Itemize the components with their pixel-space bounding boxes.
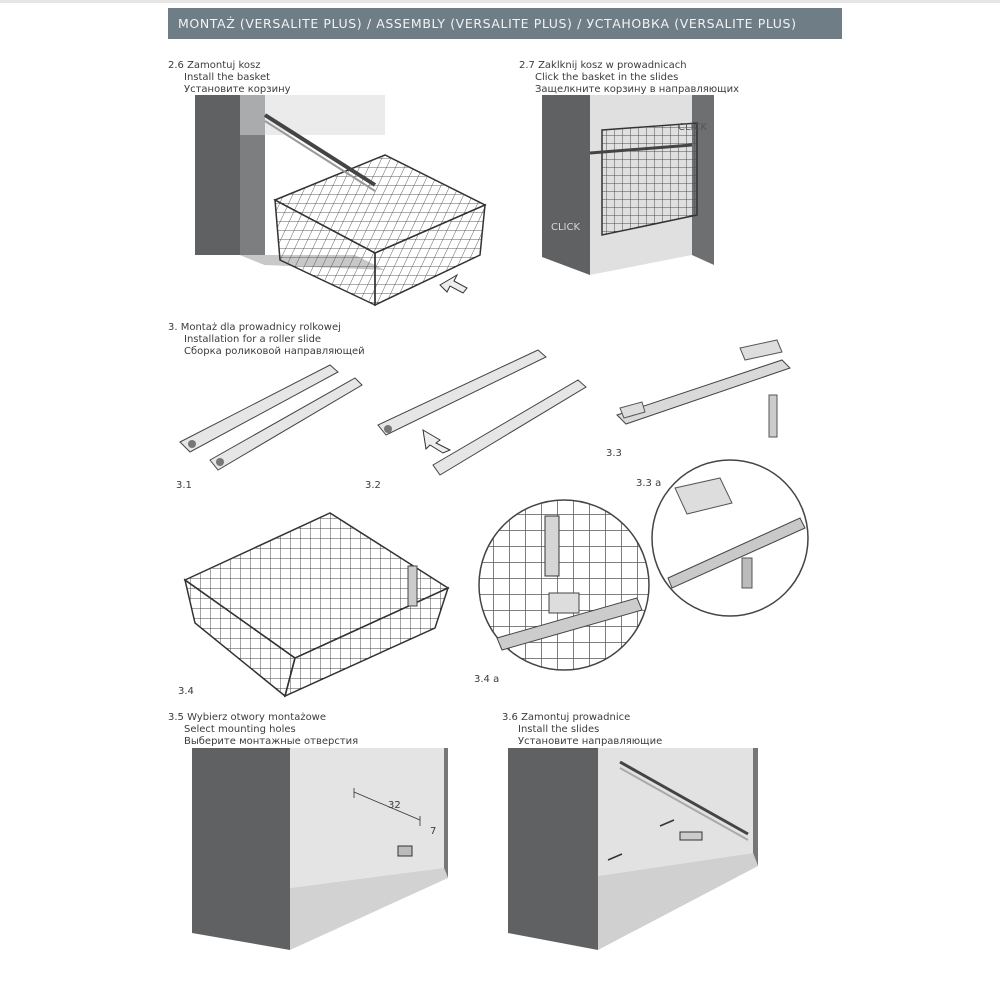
cabinet-floor <box>598 853 758 950</box>
cabinet-side <box>508 748 598 950</box>
figure-separate-slide <box>377 349 587 476</box>
cabinet-left-panel <box>542 95 590 275</box>
screwdriver <box>407 565 418 607</box>
figure-basket-assembly <box>183 512 450 698</box>
slide-rail <box>263 113 377 192</box>
figure-install-basket <box>195 95 487 307</box>
figure-label-3-3: 3.3 <box>606 448 622 459</box>
figure-label-3-4: 3.4 <box>178 686 194 697</box>
outer-rail <box>377 349 547 436</box>
caption-3: 3. Montaż dla prowadnicy rolkowej Instal… <box>168 322 365 358</box>
caption-3-5-en: Select mounting holes <box>184 724 296 735</box>
cabinet-interior <box>290 748 444 888</box>
caption-2-7-ru: Защелкните корзину в направляющих <box>535 84 739 95</box>
figure-slide-detail <box>651 459 809 617</box>
click-label-right: CLICK <box>678 122 708 133</box>
page-header: MONTAŻ (VERSALITE PLUS) / ASSEMBLY (VERS… <box>168 8 842 39</box>
figure-roller-slides <box>179 364 363 471</box>
cabinet-side <box>192 748 290 950</box>
mounting-hole-marker <box>397 845 413 857</box>
figure-select-holes <box>192 748 448 950</box>
figure-click-basket <box>542 95 714 275</box>
caption-3-5-pl: 3.5 Wybierz otwory montażowe <box>168 712 327 723</box>
caption-2-7-pl: 2.7 Zaklknij kosz w prowadnicach <box>519 60 687 71</box>
separate-arrow <box>422 429 452 454</box>
detail-circle <box>478 499 650 671</box>
caption-3-en: Installation for a roller slide <box>184 334 322 345</box>
figure-label-3-2: 3.2 <box>365 480 381 491</box>
mounting-bracket <box>674 477 733 515</box>
caption-2-7: 2.7 Zaklknij kosz w prowadnicach Click t… <box>519 60 739 96</box>
inner-rail <box>432 379 587 476</box>
figure-label-3-3a: 3.3 a <box>636 478 662 489</box>
basket-in-cabinet <box>601 122 698 236</box>
caption-3-6: 3.6 Zamontuj prowadnice Install the slid… <box>502 712 662 748</box>
caption-3-pl: 3. Montaż dla prowadnicy rolkowej <box>168 322 341 333</box>
header-title: MONTAŻ (VERSALITE PLUS) / ASSEMBLY (VERS… <box>178 16 797 31</box>
caption-2-6-en: Install the basket <box>184 72 271 83</box>
caption-3-ru: Сборка роликовой направляющей <box>184 346 365 357</box>
caption-2-6-pl: 2.6 Zamontuj kosz <box>168 60 261 71</box>
basket-wire-frame <box>273 154 487 307</box>
caption-3-6-en: Install the slides <box>518 724 600 735</box>
cabinet-side-left <box>195 95 240 255</box>
screwdriver-detail <box>544 515 560 577</box>
rail-detail <box>667 517 806 589</box>
caption-2-6-ru: Установите корзину <box>184 84 291 95</box>
figure-install-slides <box>508 748 758 950</box>
caption-2-6: 2.6 Zamontuj kosz Install the basket Уст… <box>168 60 291 96</box>
slide-rail <box>616 359 791 425</box>
click-label-left: CLICK <box>551 222 581 233</box>
figure-basket-detail <box>478 499 650 671</box>
cabinet-floor <box>290 868 448 950</box>
detail-circle <box>651 459 809 617</box>
dimension-lines <box>353 788 421 826</box>
dimension-label-32: 32 <box>388 800 401 811</box>
cabinet-interior <box>598 748 753 876</box>
push-arrow <box>439 273 468 294</box>
installed-slide <box>619 760 749 841</box>
caption-2-7-en: Click the basket in the slides <box>535 72 679 83</box>
top-rule <box>0 0 1000 3</box>
slide-pair <box>179 364 363 471</box>
cabinet-side-edge <box>240 95 265 265</box>
figure-label-3-4a: 3.4 a <box>474 674 500 685</box>
figure-label-3-1: 3.1 <box>176 480 192 491</box>
caption-3-6-ru: Установите направляющие <box>518 736 663 747</box>
caption-3-5-ru: Выберите монтажные отверстия <box>184 736 359 747</box>
fixing-dowel <box>768 394 778 438</box>
dimension-label-7: 7 <box>430 826 437 837</box>
basket-side <box>283 586 450 698</box>
guide-arrows <box>607 819 675 861</box>
caption-3-5: 3.5 Wybierz otwory montażowe Select moun… <box>168 712 358 748</box>
caption-3-6-pl: 3.6 Zamontuj prowadnice <box>502 712 631 723</box>
figure-slide-mounting <box>616 339 791 438</box>
